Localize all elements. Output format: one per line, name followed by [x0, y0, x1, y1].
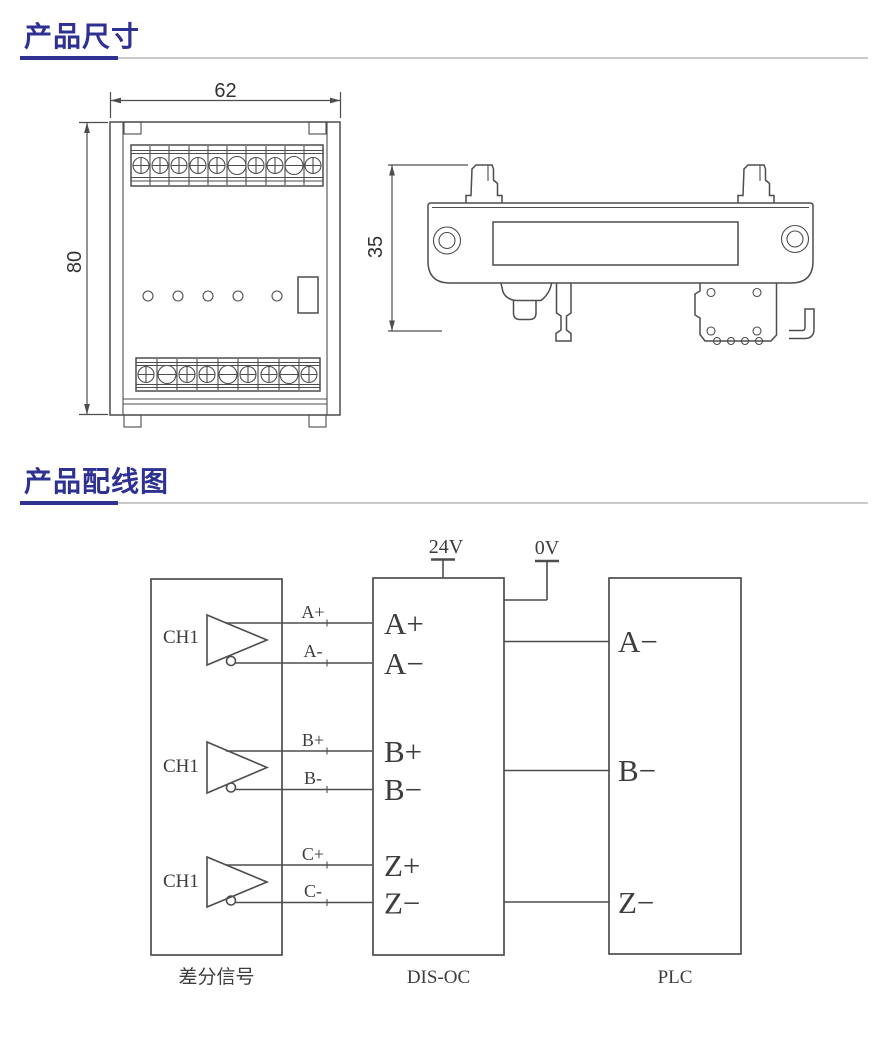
plc-terminal: A− [618, 624, 658, 659]
section-title-wiring: 产品配线图 [24, 466, 170, 497]
source-box-caption: 差分信号 [178, 966, 254, 988]
inverting-dot [225, 655, 237, 667]
section-divider-1 [20, 56, 868, 60]
module-outline [109, 121, 341, 416]
width-dimension-label: 62 [214, 80, 236, 102]
divider-gray-segment [118, 502, 868, 504]
wire-label-neg: A- [304, 641, 323, 661]
din-tab-bottom-right [308, 414, 327, 428]
module-terminal-neg: B− [384, 772, 422, 807]
side-body-outline [427, 202, 814, 284]
line-driver-symbol [206, 855, 270, 909]
wire-label-neg: C- [304, 881, 322, 901]
terminal-block-top [130, 144, 324, 187]
wiring-diagram: 24V 0V CH1 A+ A- A+ A− A− CH1 B+ B- B+ B… [150, 536, 742, 988]
channel-a: CH1 A+ A- A+ A− A− [163, 602, 658, 681]
wire-label-pos: C+ [302, 844, 324, 864]
module-terminal-pos: A+ [384, 606, 424, 641]
dimension-drawing: 62 80 [64, 80, 815, 428]
module-box [372, 577, 505, 956]
module-terminal-neg: Z− [384, 886, 420, 921]
din-latch-left [500, 283, 572, 342]
din-clip-top-left [465, 164, 503, 203]
wire-label-pos: A+ [301, 602, 324, 622]
module-terminal-pos: B+ [384, 734, 422, 769]
wire-label-pos: B+ [302, 730, 324, 750]
height-dimension-label: 80 [64, 251, 86, 273]
section-title-dimensions: 产品尺寸 [24, 21, 141, 52]
inverting-dot [225, 782, 237, 793]
din-tab-bottom-left [123, 414, 142, 428]
din-tab-top-right [308, 121, 327, 135]
plc-terminal: B− [618, 753, 656, 788]
front-view: 62 80 [64, 80, 342, 428]
channel-z: CH1 C+ C- Z+ Z− Z− [163, 844, 654, 921]
line-driver-symbol [206, 740, 270, 795]
wire-label-neg: B- [304, 768, 322, 788]
side-view: 35 [365, 164, 815, 346]
channel-b: CH1 B+ B- B+ B− B− [163, 730, 656, 807]
power-0v-label: 0V [535, 537, 560, 559]
front-aperture [297, 276, 319, 314]
terminal-block-bottom [135, 357, 321, 392]
amp-label: CH1 [163, 627, 199, 648]
power-0v: 0V [504, 537, 560, 601]
module-box-caption: DIS-OC [407, 967, 470, 988]
amp-label: CH1 [163, 756, 199, 777]
section-divider-2 [20, 501, 868, 505]
power-24v: 24V [429, 536, 464, 578]
plc-box [608, 577, 742, 955]
screw-terminals-bottom [137, 364, 318, 385]
side-height-dimension-label: 35 [365, 236, 387, 258]
power-24v-label: 24V [429, 536, 464, 558]
line-driver-symbol [206, 613, 270, 667]
divider-accent-segment [20, 501, 118, 505]
plc-box-caption: PLC [658, 967, 693, 988]
divider-accent-segment [20, 56, 118, 60]
rail-hook [789, 308, 815, 340]
din-clip-top-right [737, 164, 775, 204]
screw-terminals-top [132, 155, 322, 176]
module-terminal-pos: Z+ [384, 848, 420, 883]
mounting-washers [432, 224, 810, 255]
din-rail-section [694, 283, 815, 346]
led-indicators [142, 290, 283, 302]
source-box [150, 578, 283, 956]
label-recess [492, 221, 739, 266]
module-terminal-neg: A− [384, 646, 424, 681]
din-tab-top-left [123, 121, 142, 135]
plc-terminal: Z− [618, 885, 654, 920]
divider-gray-segment [118, 57, 868, 59]
inverting-dot [225, 895, 237, 906]
amp-label: CH1 [163, 871, 199, 892]
